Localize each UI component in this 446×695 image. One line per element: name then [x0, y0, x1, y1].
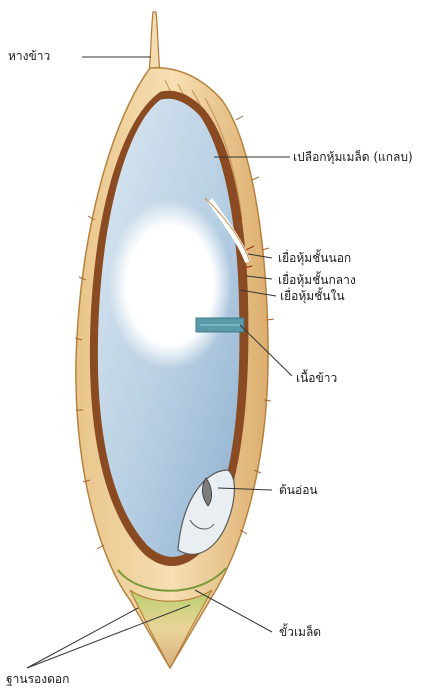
- label-inner-layer: เยื่อหุ้มชั้นใน: [280, 289, 345, 303]
- awn-shape: [149, 12, 160, 72]
- label-husk: เปลือกหุ้มเมล็ด (แกลบ): [293, 150, 413, 164]
- seed-base-shape: [130, 590, 212, 668]
- label-outer-layer: เยื่อหุ้มชั้นนอก: [278, 251, 351, 265]
- label-middle-layer: เยื่อหุ้มชั้นกลาง: [278, 273, 356, 287]
- label-seed-base: ขั้วเมล็ด: [279, 625, 321, 639]
- label-embryo: ต้นอ่อน: [279, 483, 318, 497]
- label-awn: หางข้าว: [8, 49, 50, 63]
- label-floral-base: ฐานรองดอก: [6, 672, 69, 686]
- label-endosperm: เนื้อข้าว: [296, 371, 337, 385]
- starch-core: [108, 200, 232, 370]
